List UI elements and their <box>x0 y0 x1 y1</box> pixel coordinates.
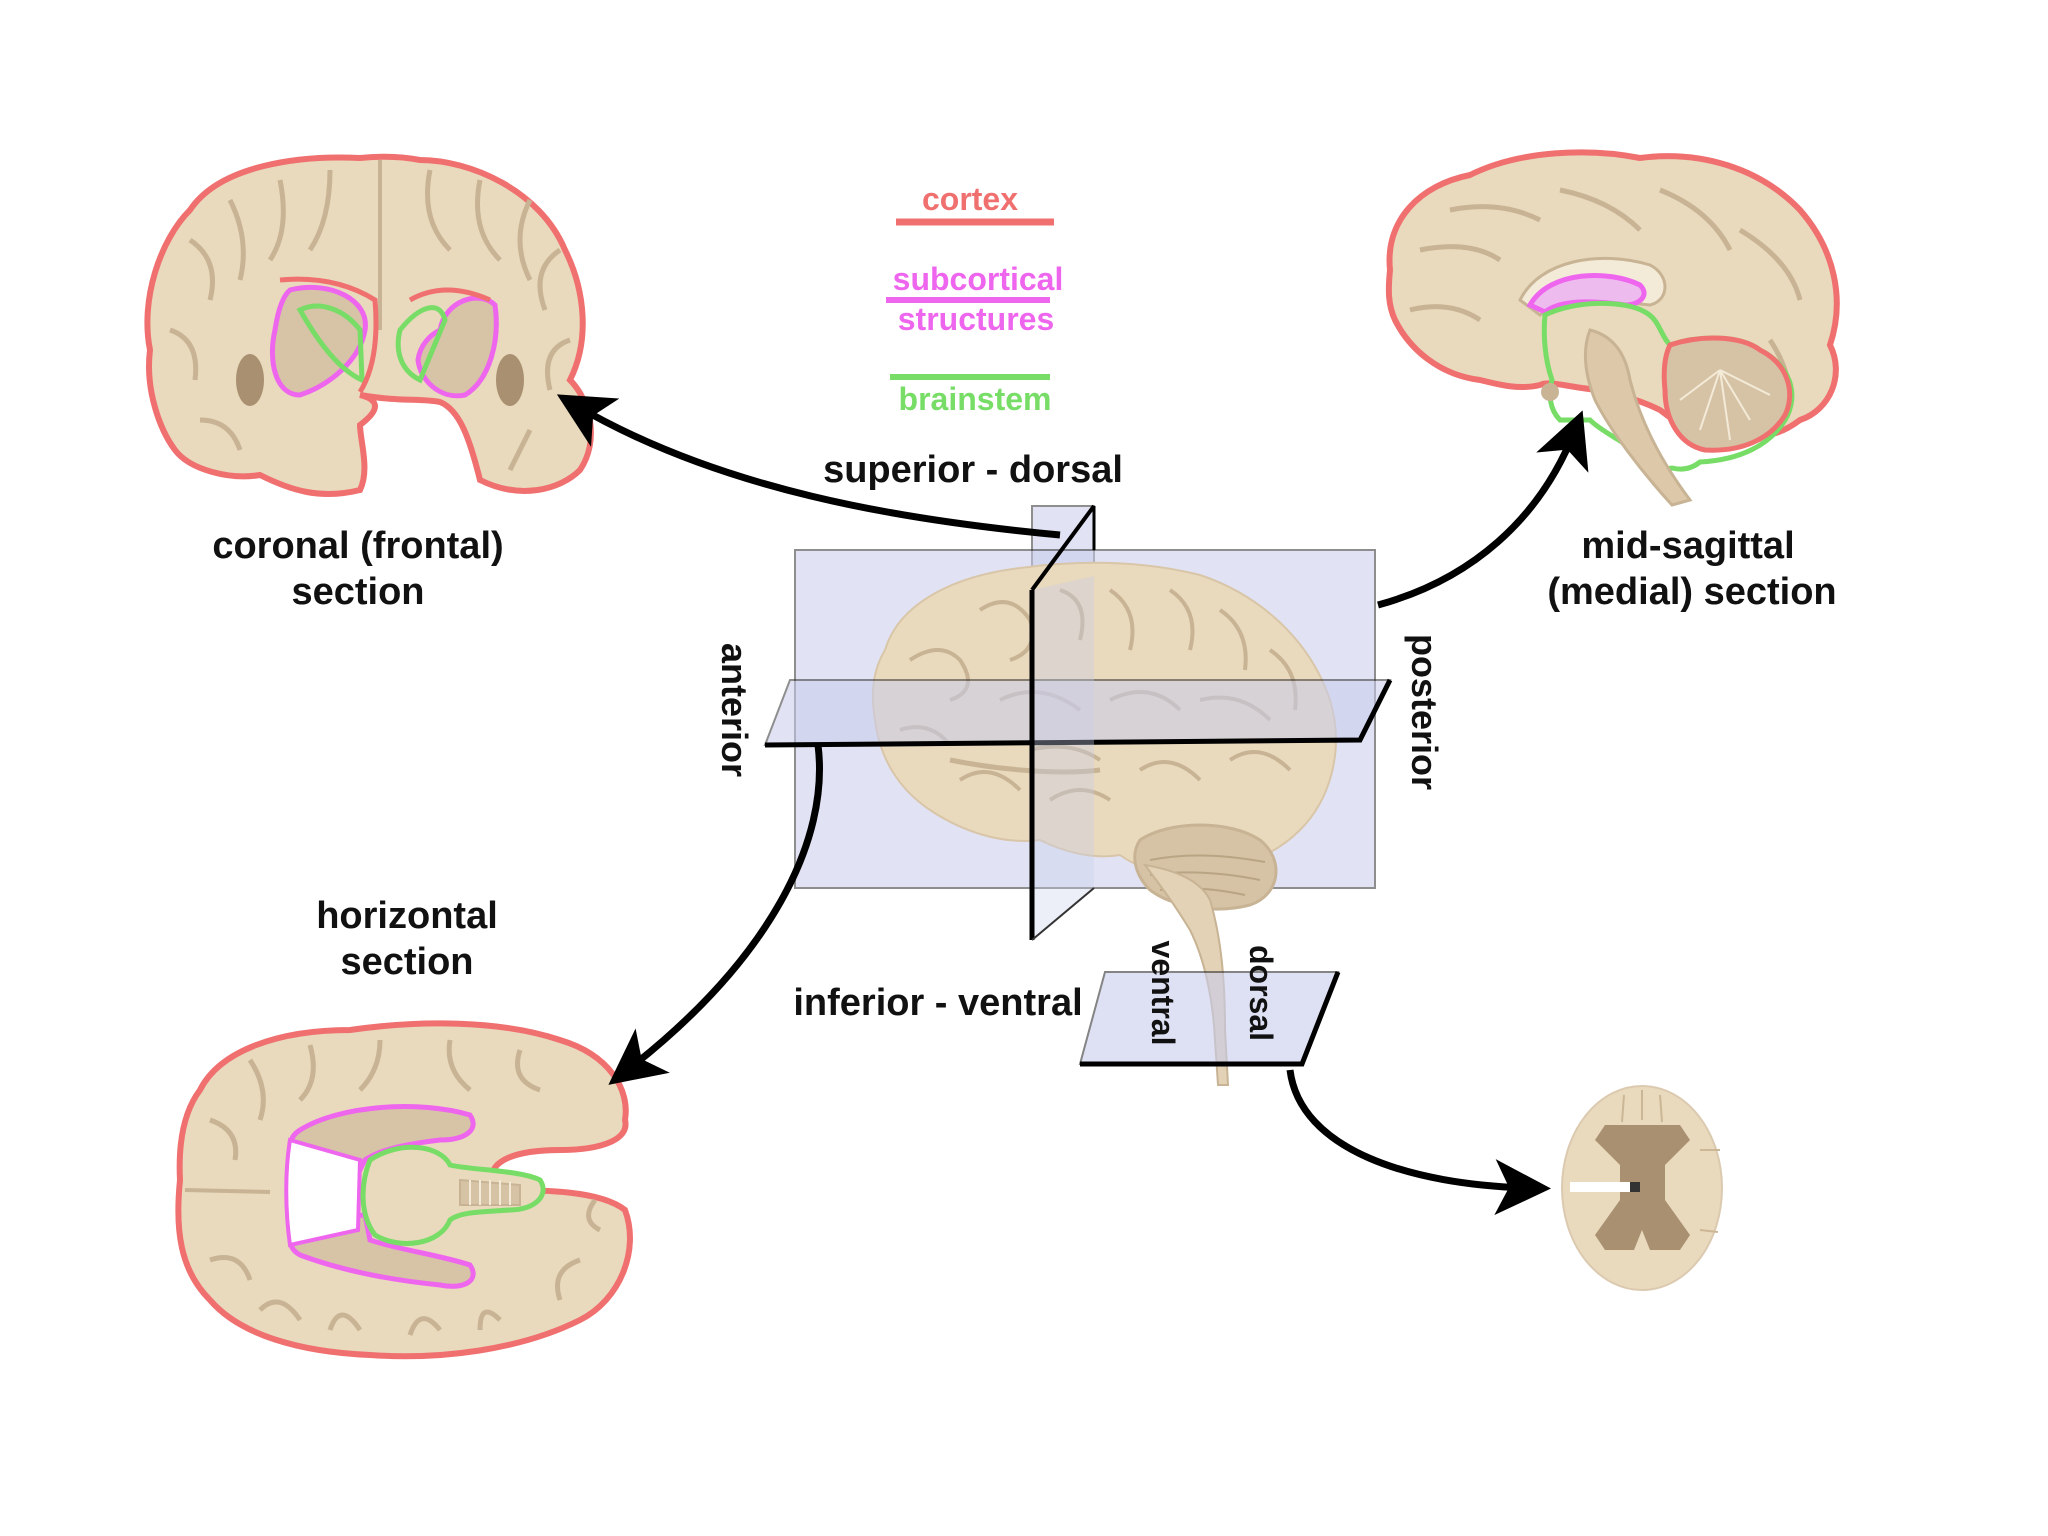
inferior-ventral-label: inferior - ventral <box>793 982 1082 1024</box>
sagittal-section-image <box>1385 149 1840 507</box>
arrow-to-sagittal <box>1377 410 1589 609</box>
arrow-to-spinal-cord <box>1286 1069 1551 1216</box>
coronal-plane-front <box>1032 576 1094 940</box>
legend-cortex-label: cortex <box>922 181 1018 217</box>
legend-brainstem-label: brainstem <box>899 381 1052 417</box>
horizontal-section-label-line1: horizontal <box>316 895 498 937</box>
spinal-cord-section-image <box>1561 1085 1723 1291</box>
coronal-section-label-line1: coronal (frontal) <box>212 525 503 567</box>
legend: cortex subcortical structures brainstem <box>886 181 1063 417</box>
sagittal-section-label-line2: (medial) section <box>1547 571 1836 613</box>
arrow-to-horizontal <box>608 744 823 1085</box>
sagittal-section-label-line1: mid-sagittal <box>1581 525 1794 567</box>
horizontal-section-label-line2: section <box>340 941 473 983</box>
coronal-section-label-line2: section <box>291 571 424 613</box>
ventral-label: ventral <box>1145 941 1181 1046</box>
spinal-cord-plane <box>1078 971 1340 1065</box>
anterior-label: anterior <box>714 643 755 777</box>
posterior-label: posterior <box>1404 634 1445 790</box>
dorsal-label: dorsal <box>1243 945 1279 1041</box>
superior-dorsal-label: superior - dorsal <box>823 449 1123 491</box>
coronal-section-image <box>144 153 594 498</box>
arrow-to-coronal <box>556 394 1061 539</box>
legend-subcortical-label-line2: structures <box>898 301 1055 337</box>
legend-subcortical-label-line1: subcortical <box>893 261 1064 297</box>
horizontal-section-image <box>175 1020 633 1360</box>
